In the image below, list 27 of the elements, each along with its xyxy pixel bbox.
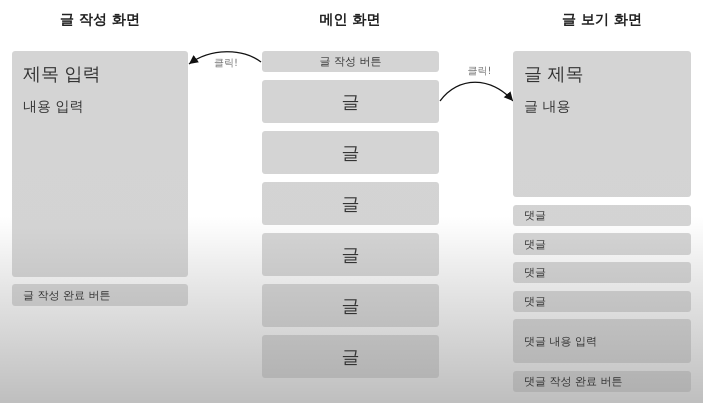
post-list-item: 글 — [262, 233, 439, 276]
body-text: 내용 입력 — [23, 99, 84, 116]
comment-item: 댓글 — [513, 205, 691, 226]
body-text: 글 내용 — [524, 99, 570, 116]
curved-arrow — [440, 82, 514, 102]
column-heading: 메인 화면 — [320, 11, 380, 29]
post-list-item: 글 — [262, 131, 439, 174]
edge-label: 클릭! — [213, 58, 239, 70]
screen-panel — [513, 51, 691, 197]
comment-item: 댓글 — [513, 262, 691, 283]
heading-text: 제목 입력 — [23, 64, 101, 86]
input-field: 댓글 내용 입력 — [513, 319, 691, 363]
column-heading: 글 작성 화면 — [60, 11, 140, 29]
edge-label: 클릭! — [466, 66, 492, 78]
column-heading: 글 보기 화면 — [562, 11, 642, 29]
button-bar: 글 작성 버튼 — [262, 51, 439, 72]
button-bar: 댓글 작성 완료 버튼 — [513, 371, 691, 392]
button-bar: 글 작성 완료 버튼 — [12, 284, 188, 306]
post-list-item: 글 — [262, 80, 439, 123]
comment-item: 댓글 — [513, 291, 691, 312]
post-list-item: 글 — [262, 284, 439, 327]
post-list-item: 글 — [262, 335, 439, 378]
comment-item: 댓글 — [513, 233, 691, 255]
curved-arrow — [188, 51, 262, 65]
screen-panel — [12, 51, 188, 277]
heading-text: 글 제목 — [524, 64, 584, 86]
post-list-item: 글 — [262, 182, 439, 225]
